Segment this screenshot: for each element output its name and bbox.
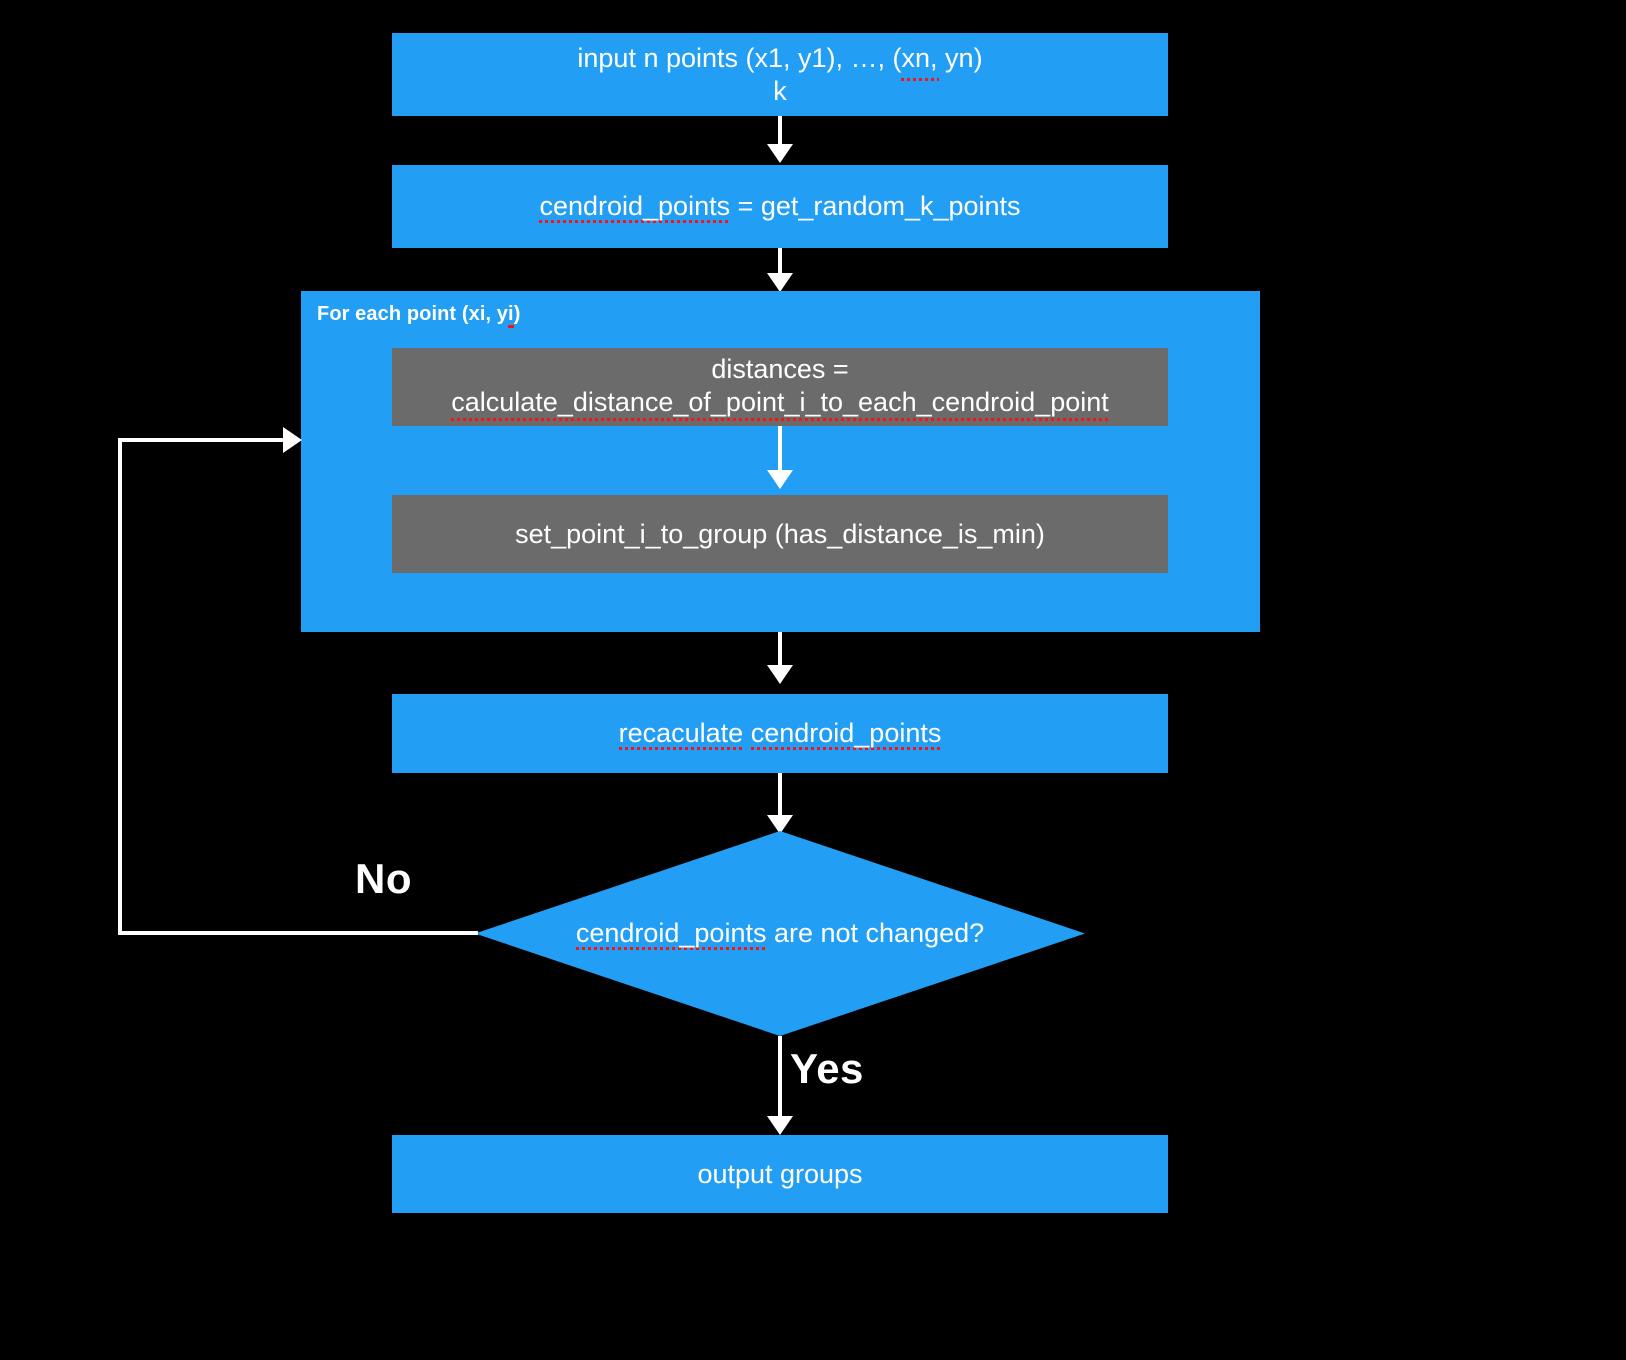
- edge-init-to-loop-arrow: [767, 273, 793, 292]
- edge-yes-arrow: [767, 1116, 793, 1135]
- edge-recalc-to-decision-arrow: [767, 815, 793, 834]
- node-init-centroids[interactable]: cendroid_points = get_random_k_points: [392, 165, 1168, 248]
- edge-distances-to-assign-arrow: [767, 470, 793, 489]
- decision-diamond-shape: [475, 831, 1085, 1036]
- edge-recalc-to-decision-line: [778, 773, 782, 825]
- node-decision-var: cendroid_points: [575, 918, 767, 950]
- edge-loop-to-recalc-line: [778, 632, 782, 674]
- edge-no-vertical: [118, 438, 122, 933]
- node-recalculate-verb: recaculate: [618, 718, 744, 751]
- node-input[interactable]: input n points (x1, y1), …, (xn, yn) k: [392, 33, 1168, 116]
- edge-label-no: No: [355, 855, 412, 902]
- edge-no-horizontal-top: [118, 438, 288, 442]
- node-foreach-label-text: For each point (xi, y: [317, 303, 509, 325]
- node-input-line1: input n points (x1, y1), …, (xn, yn): [577, 42, 983, 73]
- node-foreach-label-misspelled: i: [508, 303, 514, 328]
- edge-no-arrow: [283, 427, 302, 453]
- node-init-centroids-var: cendroid_points: [539, 191, 731, 224]
- node-output-groups[interactable]: output groups: [392, 1135, 1168, 1213]
- node-init-centroids-expr: = get_random_k_points: [730, 191, 1021, 222]
- edge-no-horizontal-bottom: [118, 931, 478, 935]
- node-decision-centroids-unchanged[interactable]: cendroid_points are not changed?: [475, 831, 1085, 1036]
- edge-distances-to-assign-line: [778, 426, 782, 478]
- edge-label-yes: Yes: [790, 1045, 864, 1092]
- edge-init-to-loop-line: [778, 248, 782, 281]
- node-recalculate-var: cendroid_points: [750, 718, 942, 751]
- node-assign-group-text: set_point_i_to_group (has_distance_is_mi…: [515, 518, 1045, 549]
- node-calculate-distances[interactable]: distances = calculate_distance_of_point_…: [392, 348, 1168, 426]
- edge-loop-to-recalc-arrow: [767, 665, 793, 684]
- edge-yes-line: [778, 1036, 782, 1130]
- node-foreach-label-tail: ): [513, 303, 521, 325]
- node-input-line2: k: [773, 75, 787, 106]
- node-assign-group[interactable]: set_point_i_to_group (has_distance_is_mi…: [392, 495, 1168, 573]
- node-recalculate-centroids[interactable]: recaculate cendroid_points: [392, 694, 1168, 773]
- node-calculate-distances-line1: distances =: [711, 354, 849, 385]
- edge-input-to-init-arrow: [767, 144, 793, 163]
- node-calculate-distances-line2: calculate_distance_of_point_i_to_each_ce…: [451, 386, 1109, 421]
- node-decision-text: cendroid_points are not changed?: [475, 831, 1085, 1036]
- node-decision-question: are not changed?: [766, 918, 985, 948]
- edge-input-to-init-line: [778, 116, 782, 151]
- node-foreach-label: For each point (xi, yi): [317, 303, 521, 328]
- node-output-groups-text: output groups: [697, 1158, 863, 1189]
- spellcheck-underline-xn: [901, 78, 939, 81]
